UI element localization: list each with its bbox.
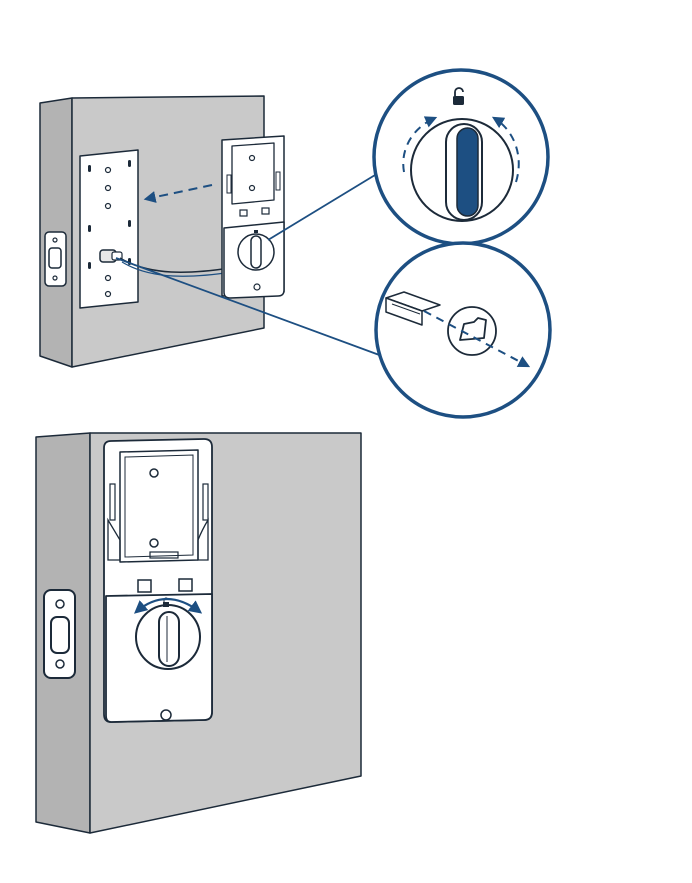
callout-thumbturn-detail bbox=[374, 70, 548, 244]
mounting-plate-top bbox=[80, 150, 138, 308]
strike-plate-bottom bbox=[44, 590, 75, 678]
interior-assembly-bottom bbox=[104, 439, 212, 722]
interior-assembly-top bbox=[222, 136, 284, 298]
step-panel-bottom bbox=[36, 433, 361, 833]
callout-line-thumbturn bbox=[268, 172, 380, 240]
callout-tailpiece-detail bbox=[376, 243, 550, 417]
step-panel-top bbox=[40, 70, 550, 417]
strike-plate-top bbox=[45, 232, 66, 286]
